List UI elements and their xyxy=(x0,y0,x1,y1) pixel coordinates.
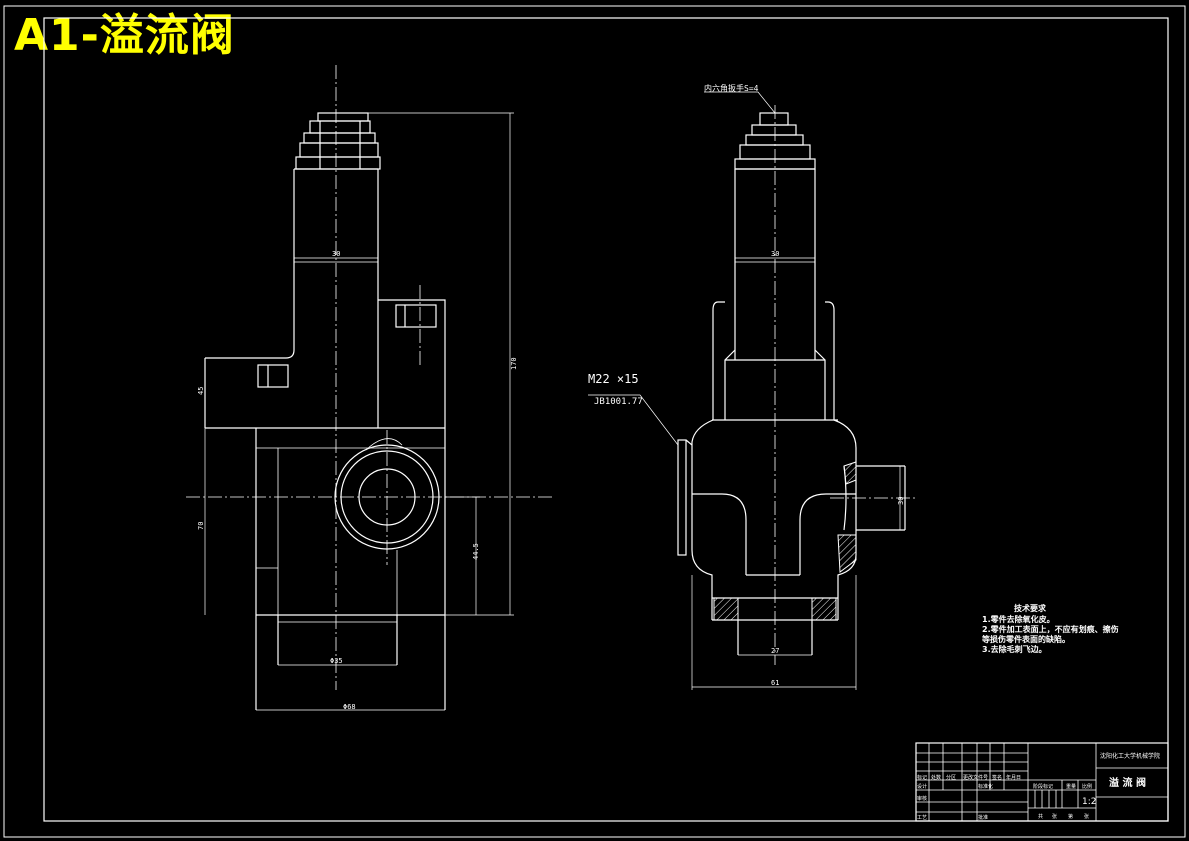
dim-front-height: 170 xyxy=(510,357,518,370)
tech-item-1: 1.零件去除氧化皮。 xyxy=(982,614,1055,624)
tb-approve: 批准 xyxy=(978,814,988,821)
front-centerlines xyxy=(186,65,555,690)
side-view xyxy=(677,112,906,655)
dim-front-top-width: 30 xyxy=(332,250,340,258)
tb-sheet-total: 共 xyxy=(1038,813,1043,820)
tb-sheet-no: 第 xyxy=(1068,813,1073,820)
front-dimensions xyxy=(204,112,514,711)
dim-side-right-port: 30 xyxy=(897,497,905,505)
tb-header-mark: 标记 xyxy=(917,774,927,781)
tb-header-sign: 签名 xyxy=(992,774,1002,781)
tech-heading: 技术要求 xyxy=(1014,603,1047,613)
drawing-frame xyxy=(3,5,1186,838)
title-block xyxy=(915,742,1169,822)
dim-front-bottom-inner: Φ35 xyxy=(330,657,343,665)
tb-scale-header: 比例 xyxy=(1082,783,1092,790)
dim-side-stem-width: 30 xyxy=(771,250,779,258)
tb-scale: 1:2 xyxy=(1082,797,1096,807)
tb-header-date: 年月日 xyxy=(1006,774,1021,781)
side-hatching xyxy=(713,461,857,621)
tb-part-name: 溢 流 阀 xyxy=(1109,776,1146,789)
side-labels: 内六角扳手S=4 M22 ×15 JB1001.77 30 30 27 61 xyxy=(588,83,905,687)
dim-front-left-upper: 45 xyxy=(197,387,205,395)
tb-sheet-unit2: 张 xyxy=(1084,813,1089,820)
tech-item-3: 等损伤零件表面的缺陷。 xyxy=(981,634,1070,644)
thread-label: M22 ×15 xyxy=(588,372,639,386)
thread-standard-label: JB1001.77 xyxy=(594,397,643,407)
side-centerlines xyxy=(774,105,915,665)
dim-side-bottom-outer: 61 xyxy=(771,679,779,687)
dim-front-right-lower: 44.5 xyxy=(472,543,480,560)
tech-item-4: 3.去除毛刺飞边。 xyxy=(982,644,1047,654)
tb-stage: 阶段标记 xyxy=(1033,783,1053,790)
tb-header-doc: 更改文件号 xyxy=(963,774,988,781)
title-block-text: 标记 处数 分区 更改文件号 签名 年月日 设计 标准化 审核 工艺 批准 阶段… xyxy=(917,752,1160,821)
tb-school: 沈阳化工大学机械学院 xyxy=(1100,752,1160,760)
tb-header-count: 处数 xyxy=(931,774,941,781)
tb-design: 设计 xyxy=(917,783,927,790)
tb-sheet-unit1: 张 xyxy=(1052,813,1057,820)
front-view xyxy=(204,112,446,710)
tb-header-zone: 分区 xyxy=(946,774,956,781)
dim-front-bottom-outer: Φ68 xyxy=(343,703,356,711)
tb-weight: 重量 xyxy=(1066,783,1076,790)
wrench-leader-label: 内六角扳手S=4 xyxy=(704,83,759,93)
tech-requirements: 技术要求 1.零件去除氧化皮。 2.零件加工表面上，不应有划痕、擦伤 等损伤零件… xyxy=(981,603,1119,654)
tech-item-2: 2.零件加工表面上，不应有划痕、擦伤 xyxy=(982,624,1119,634)
tb-standardize: 标准化 xyxy=(978,783,993,790)
front-dim-labels: 30 170 45 70 44.5 Φ35 Φ68 xyxy=(197,250,518,711)
tb-check: 审核 xyxy=(917,795,927,802)
side-dimensions xyxy=(588,91,901,690)
tb-process: 工艺 xyxy=(917,815,927,821)
drawing-title: A1-溢流阀 xyxy=(14,10,235,61)
dim-side-bottom-inner: 27 xyxy=(771,647,779,655)
dim-front-left-lower: 70 xyxy=(197,522,205,530)
